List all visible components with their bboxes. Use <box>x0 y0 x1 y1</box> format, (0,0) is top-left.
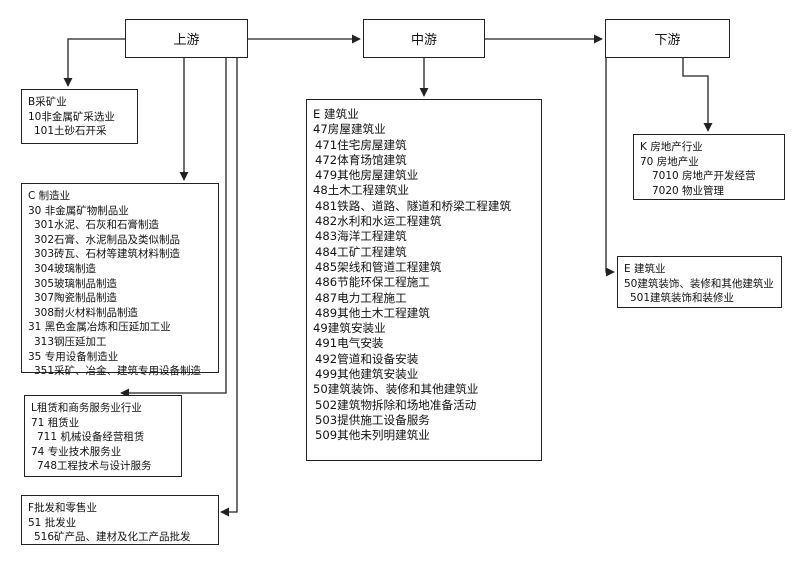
category-line: 48土木工程建筑业 <box>313 183 409 198</box>
subcategory-line: 472体育场馆建筑 <box>315 152 407 167</box>
category-line: F批发和零售业 <box>28 502 98 514</box>
subcategory-line: 501建筑装饰和装修业 <box>630 292 735 305</box>
category-line: 49建筑安装业 <box>313 321 386 336</box>
category-line: 31 黑色金属冶炼和压延加工业 <box>28 321 171 334</box>
subcategory-line: 305玻璃制品制造 <box>34 277 118 290</box>
category-line: 35 专用设备制造业 <box>28 350 119 363</box>
midstream-header: 中游 <box>363 19 485 58</box>
subcategory-line: 482水利和水运工程建筑 <box>315 214 442 229</box>
category-line: L租赁和商务服务业行业 <box>31 402 142 414</box>
edge-upstream-to-l <box>120 58 227 398</box>
category-line: E 建筑业 <box>624 263 666 275</box>
category-line: 50建筑装饰、装修和其他建筑业 <box>313 382 479 397</box>
subcategory-line: 492管道和设备安装 <box>315 351 419 366</box>
subcategory-line: 509其他未列明建筑业 <box>315 428 430 443</box>
box-wholesale-retail: F批发和零售业 51 批发业 516矿产品、建材及化工产品批发 <box>21 495 219 545</box>
subcategory-line: 502建筑物拆除和场地准备活动 <box>315 397 477 412</box>
category-line: B采矿业 <box>28 96 67 108</box>
box-mining: B采矿业 10非金属矿采选业 101土砂石开采 <box>21 89 138 144</box>
edge-upstream-to-b <box>63 38 125 87</box>
subcategory-line: 7020 物业管理 <box>652 184 725 197</box>
subcategory-line: 7010 房地产开发经营 <box>652 170 756 183</box>
upstream-header: 上游 <box>125 19 248 58</box>
subcategory-line: 486节能环保工程施工 <box>315 275 430 290</box>
subcategory-line: 351采矿、冶金、建筑专用设备制造 <box>34 365 202 378</box>
subcategory-line: 301水泥、石灰和石膏制造 <box>34 219 160 232</box>
subcategory-line: 302石膏、水泥制品及类似制品 <box>34 233 181 246</box>
subcategory-line: 481铁路、道路、隧道和桥梁工程建筑 <box>315 198 512 213</box>
subcategory-line: 479其他房屋建筑业 <box>315 168 419 183</box>
category-line: 51 批发业 <box>28 516 77 529</box>
subcategory-line: 101土砂石开采 <box>34 125 107 138</box>
subcategory-line: 489其他土木工程建筑 <box>315 305 430 320</box>
subcategory-line: 304玻璃制造 <box>34 262 97 275</box>
category-line: 47房屋建筑业 <box>313 122 386 137</box>
subcategory-line: 313钢压延加工 <box>34 335 107 348</box>
edge-downstream-to-e2 <box>605 58 615 277</box>
subcategory-line: 748工程技术与设计服务 <box>37 460 152 473</box>
subcategory-line: 303砖瓦、石材等建筑材料制造 <box>34 248 181 261</box>
subcategory-line: 487电力工程施工 <box>315 290 407 305</box>
subcategory-line: 308耐火材料制品制造 <box>34 306 139 319</box>
category-line: 74 专业技术服务业 <box>31 445 122 458</box>
downstream-header: 下游 <box>605 19 730 58</box>
subcategory-line: 485架线和管道工程建筑 <box>315 259 442 274</box>
subcategory-line: 491电气安装 <box>315 336 384 351</box>
category-line: 50建筑装饰、装修和其他建筑业 <box>624 277 774 290</box>
subcategory-line: 307陶瓷制品制造 <box>34 292 118 305</box>
category-line: E 建筑业 <box>313 107 359 121</box>
category-line: C 制造业 <box>28 190 71 202</box>
category-line: 30 非金属矿物制品业 <box>28 204 129 217</box>
subcategory-line: 484工矿工程建筑 <box>315 244 407 259</box>
edge-upstream-to-f <box>220 58 238 517</box>
subcategory-line: 499其他建筑安装业 <box>315 367 419 382</box>
subcategory-line: 483海洋工程建筑 <box>315 229 407 244</box>
category-line: 71 租赁业 <box>31 416 80 429</box>
category-line: 70 房地产业 <box>640 155 699 168</box>
subcategory-line: 503提供施工设备服务 <box>315 412 430 427</box>
subcategory-line: 516矿产品、建材及化工产品批发 <box>34 531 191 544</box>
edge-downstream-to-k <box>682 58 713 132</box>
subcategory-line: 711 机械设备经营租赁 <box>37 431 145 444</box>
category-line: 10非金属矿采选业 <box>28 110 115 123</box>
box-construction-downstream: E 建筑业 50建筑装饰、装修和其他建筑业 501建筑装饰和装修业 <box>617 256 782 308</box>
category-line: K 房地产行业 <box>640 141 703 153</box>
subcategory-line: 471住宅房屋建筑 <box>315 137 407 152</box>
